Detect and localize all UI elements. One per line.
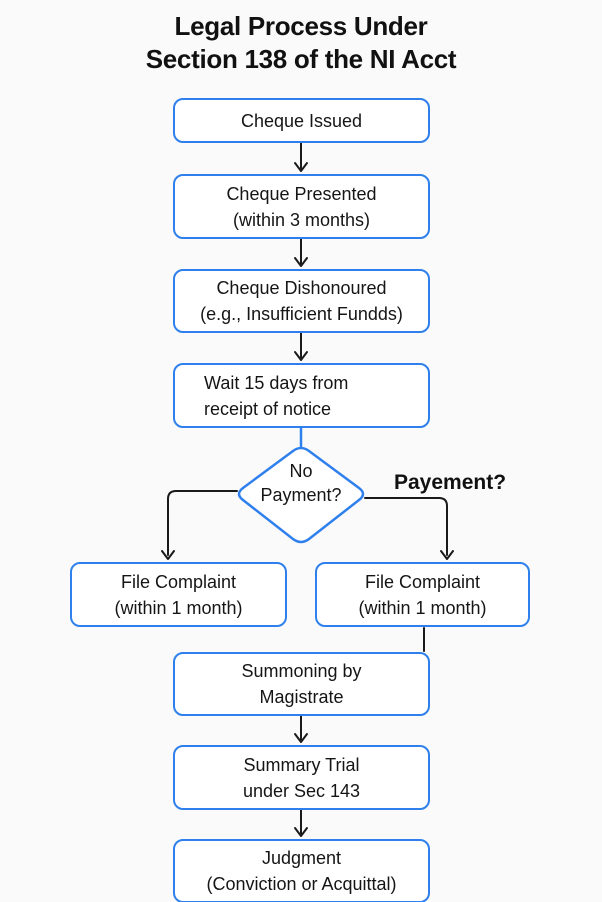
node-label: receipt of notice	[204, 398, 332, 419]
node-label: (within 1 month)	[358, 597, 487, 618]
arrow-down-icon	[294, 809, 308, 837]
decision-diamond	[237, 446, 365, 544]
node-label: (within 3 months)	[232, 209, 371, 230]
node-label: Wait 15 days from	[204, 372, 349, 393]
node-summary-trial: Summary Trial under Sec 143	[173, 745, 430, 810]
node-summoning-by-magistrate: Summoning by Magistrate	[173, 652, 430, 716]
decision-label-line2: Payment?	[260, 485, 342, 505]
node-label: Cheque Dishonoured	[216, 278, 387, 298]
node-label: Summary Trial	[243, 754, 360, 775]
page-title: Legal Process Under Section 138 of the N…	[0, 10, 602, 76]
decision-label-line1: No	[289, 461, 313, 481]
arrow-down-icon	[294, 332, 308, 361]
node-cheque-issued: Cheque Issued	[173, 98, 430, 143]
arrow-down-icon	[294, 715, 308, 743]
node-file-complaint-right: File Complaint (within 1 month)	[315, 562, 530, 627]
node-label: (Conviction or Acquittal)	[206, 874, 397, 894]
node-label: under Sec 143	[242, 780, 361, 801]
node-cheque-presented: Cheque Presented (within 3 months)	[173, 174, 430, 239]
node-label: Summoning by	[241, 661, 362, 681]
node-file-complaint-left: File Complaint (within 1 month)	[70, 562, 287, 627]
payment-branch-label: Payement?	[394, 471, 507, 494]
branch-right-connector	[364, 497, 454, 560]
page-title-line1: Legal Process Under	[174, 11, 428, 41]
arrow-down-icon	[294, 142, 308, 172]
node-label: File Complaint	[364, 571, 481, 592]
arrow-down-icon	[294, 238, 308, 267]
node-label: Judgment	[261, 848, 342, 868]
node-label: Cheque Issued	[240, 110, 363, 131]
node-cheque-dishonoured: Cheque Dishonoured (e.g., Insufficient F…	[173, 269, 430, 333]
node-label: (within 1 month)	[114, 597, 243, 618]
node-label: File Complaint	[120, 571, 237, 592]
node-label: Cheque Presented	[226, 183, 377, 204]
node-wait-15-days: Wait 15 days from receipt of notice	[173, 363, 430, 428]
branch-left-connector	[161, 490, 238, 560]
decision-no-payment-label: No Payment?	[235, 459, 367, 507]
node-label: Magistrate	[259, 687, 344, 707]
node-judgment: Judgment (Conviction or Acquittal)	[173, 839, 430, 902]
node-label: (e.g., Insufficient Fundds)	[200, 304, 403, 324]
page-title-line2: Section 138 of the NI Acct	[145, 44, 457, 74]
